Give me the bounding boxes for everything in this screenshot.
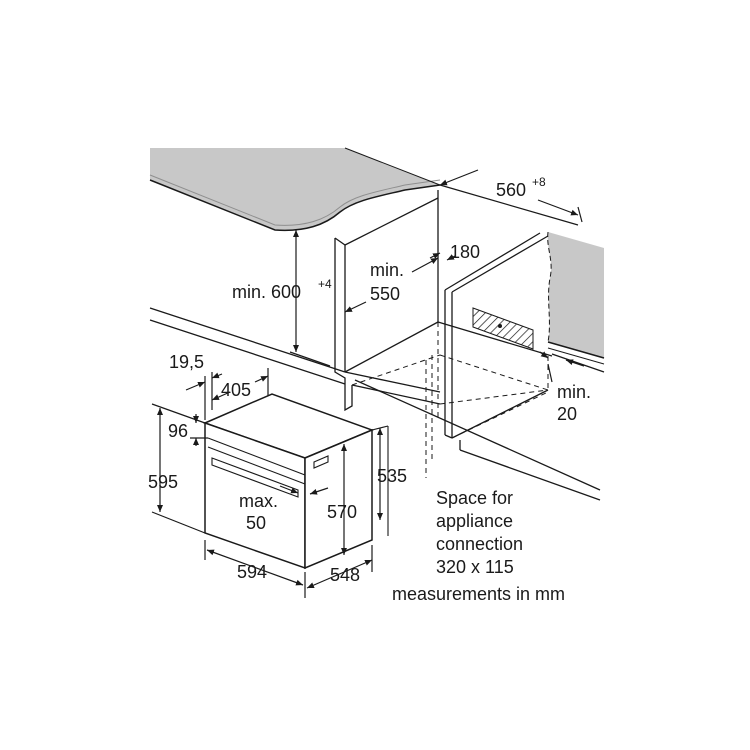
- connection-box: [472, 307, 534, 350]
- label-min-550-line2: 550: [370, 284, 400, 304]
- label-405: 405: [221, 380, 251, 400]
- label-min-550-line1: min.: [370, 260, 404, 280]
- label-min-600-tolerance: +4: [318, 277, 332, 291]
- cabinet-right-panel: [444, 232, 549, 439]
- dimension-labels: min. 600 +4 min. 550 180 560 +8 min. 20 …: [148, 175, 591, 585]
- label-535: 535: [377, 466, 407, 486]
- label-19-5: 19,5: [169, 352, 204, 372]
- side-counter: [547, 231, 605, 365]
- notes: Space for appliance connection 320 x 115…: [392, 488, 565, 604]
- label-min-600: min. 600: [232, 282, 301, 302]
- label-min-20-line2: 20: [557, 404, 577, 424]
- hidden-lines: [351, 322, 549, 478]
- connection-note-line2: appliance: [436, 511, 513, 531]
- label-570: 570: [327, 502, 357, 522]
- dimension-lines: [151, 169, 585, 598]
- label-96: 96: [168, 421, 188, 441]
- label-180: 180: [450, 242, 480, 262]
- label-max-50-line2: 50: [246, 513, 266, 533]
- label-560-tolerance: +8: [532, 175, 546, 189]
- oven: [202, 393, 389, 570]
- connection-note-line4: 320 x 115: [436, 557, 514, 577]
- units-note: measurements in mm: [392, 584, 565, 604]
- connection-note-line1: Space for: [436, 488, 513, 508]
- label-595: 595: [148, 472, 178, 492]
- floor-lines: [149, 307, 605, 501]
- connection-note-line3: connection: [436, 534, 523, 554]
- label-560: 560: [496, 180, 526, 200]
- label-max-50-line1: max.: [239, 491, 278, 511]
- label-548: 548: [330, 565, 360, 585]
- label-594: 594: [237, 562, 267, 582]
- cabinet-left-panel: [334, 190, 553, 412]
- counter-top: [149, 147, 441, 232]
- label-min-20-line1: min.: [557, 382, 591, 402]
